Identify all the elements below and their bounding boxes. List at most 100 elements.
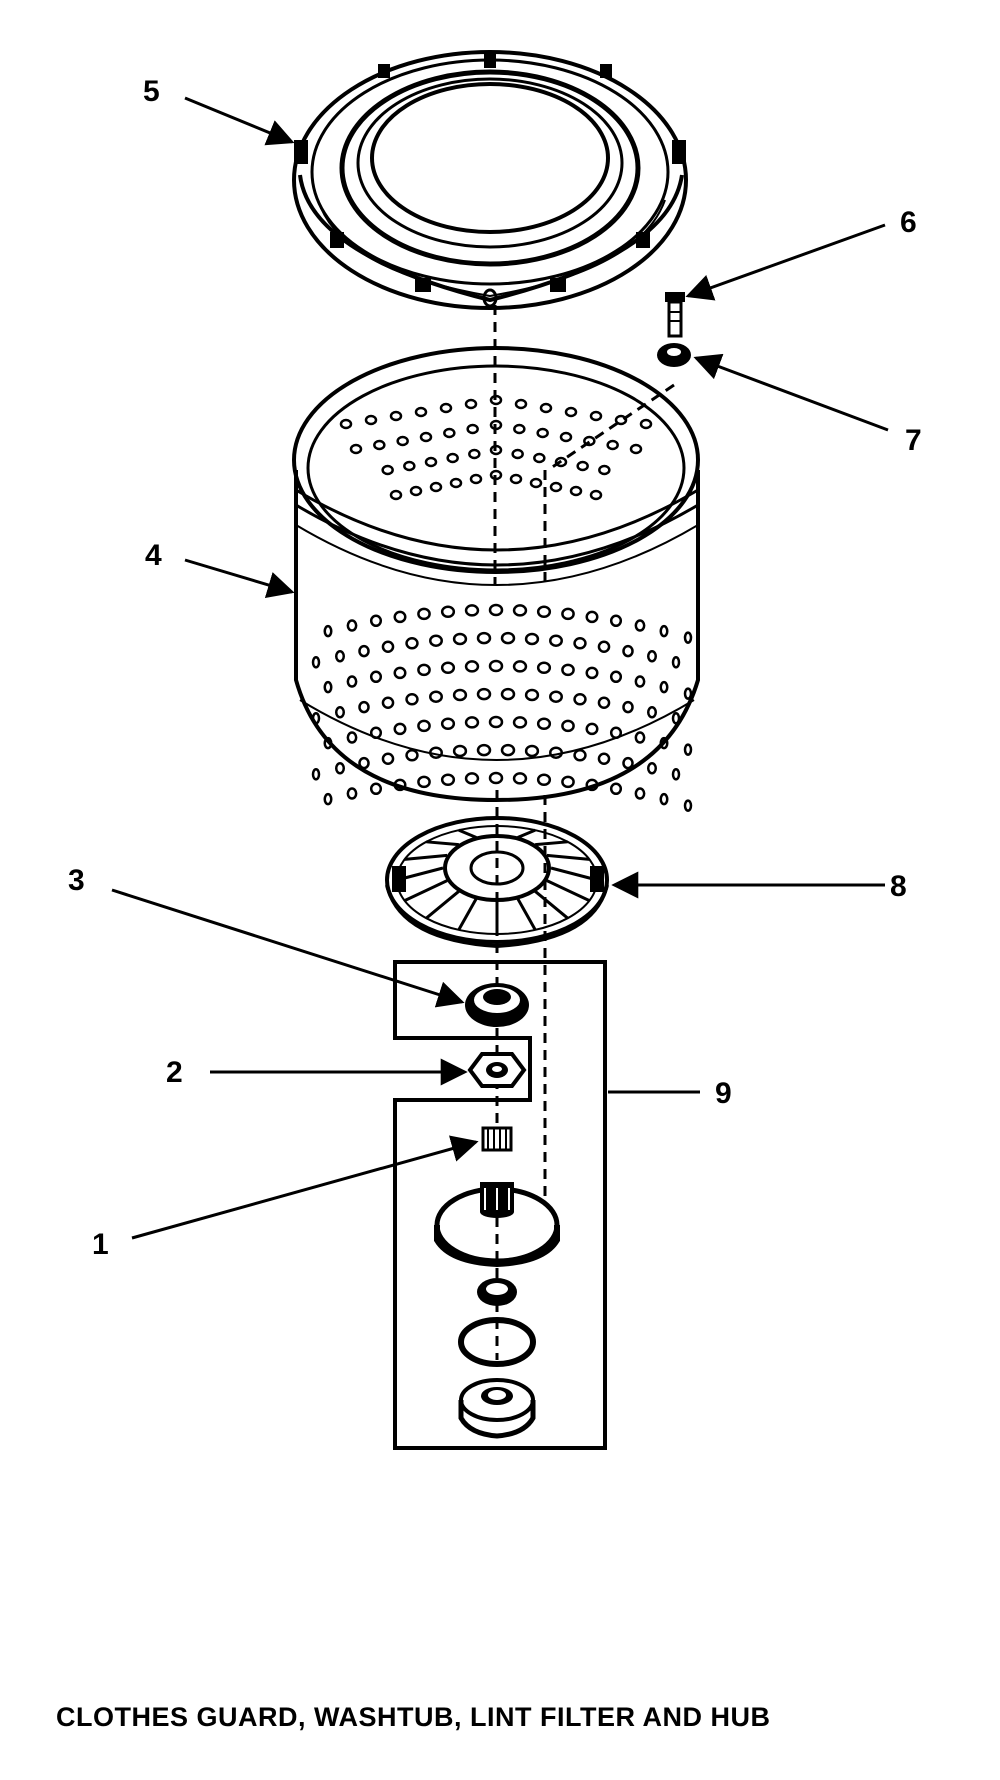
perforation-hole xyxy=(509,473,523,485)
callout-6: 6 xyxy=(900,206,917,239)
part-hub xyxy=(434,1182,560,1268)
part-o-ring xyxy=(458,1317,536,1367)
perforation-hole xyxy=(424,456,438,468)
perforation-hole xyxy=(671,712,681,725)
filter-rib xyxy=(546,853,590,861)
perforation-hole xyxy=(369,670,383,684)
perforation-hole xyxy=(609,614,623,628)
perforation-hole xyxy=(468,448,481,460)
part-screw xyxy=(665,292,685,338)
perforation-hole xyxy=(443,427,456,439)
perforation-hole xyxy=(583,435,596,447)
perforation-hole xyxy=(373,439,386,451)
perforation-hole xyxy=(671,768,681,781)
perforation-hole xyxy=(576,460,589,472)
perforation-hole xyxy=(429,746,443,759)
perforation-hole xyxy=(358,700,370,714)
perforation-hole xyxy=(346,619,358,632)
perforation-hole xyxy=(464,660,480,673)
perforation-hole xyxy=(323,736,333,750)
hub-assembly-bracket xyxy=(393,960,607,1450)
filter-rib xyxy=(516,897,537,931)
perforation-hole xyxy=(514,398,528,410)
perforation-hole xyxy=(466,423,479,435)
perforation-hole xyxy=(369,614,383,628)
perforation-hole xyxy=(622,756,634,770)
perforation-hole xyxy=(409,485,423,497)
part-seal xyxy=(465,983,529,1027)
perforation-hole xyxy=(323,792,333,806)
filter-rib xyxy=(535,840,568,847)
leader-lines xyxy=(111,96,889,1240)
perforation-hole xyxy=(488,603,504,617)
perforation-hole xyxy=(489,469,503,481)
perforation-hole xyxy=(311,768,321,781)
callout-4: 4 xyxy=(145,539,162,572)
perforation-hole xyxy=(536,427,549,439)
perforation-hole xyxy=(659,680,669,694)
perforation-hole xyxy=(683,687,693,700)
part-small-ring xyxy=(477,1278,517,1306)
perforation-hole xyxy=(419,431,433,443)
perforation-hole xyxy=(440,773,456,786)
perforation-hole xyxy=(634,731,646,744)
perforation-hole xyxy=(561,663,575,677)
perforation-hole xyxy=(634,675,646,688)
perforation-hole xyxy=(393,610,407,624)
perforation-hole xyxy=(511,448,524,460)
perforation-hole xyxy=(464,772,480,785)
perforation-hole xyxy=(622,700,634,714)
perforation-hole xyxy=(334,650,346,663)
perforation-hole xyxy=(489,419,503,431)
part-hex-nut xyxy=(467,1052,527,1088)
perforation-hole xyxy=(683,799,693,812)
perforation-hole xyxy=(585,666,599,680)
perforation-hole xyxy=(561,775,575,789)
perforation-hole xyxy=(659,736,669,750)
perforation-hole xyxy=(646,650,658,663)
perforation-hole xyxy=(417,775,431,789)
perforation-hole xyxy=(585,722,599,736)
perforation-hole xyxy=(311,656,321,669)
perforation-hole xyxy=(429,634,443,647)
perforation-hole xyxy=(469,473,483,485)
callout-2: 2 xyxy=(166,1056,183,1089)
perforation-hole xyxy=(358,756,370,770)
perforation-hole xyxy=(449,477,463,489)
perforation-hole xyxy=(417,719,431,733)
perforation-hole xyxy=(489,394,503,406)
perforation-hole xyxy=(349,443,363,455)
perforation-hole xyxy=(500,687,516,701)
perforation-hole xyxy=(585,610,599,624)
perforation-hole xyxy=(634,619,646,632)
callout-7: 7 xyxy=(905,424,922,457)
perforation-hole xyxy=(476,687,492,701)
perforation-hole xyxy=(609,670,623,684)
diagram-caption: CLOTHES GUARD, WASHTUB, LINT FILTER AND … xyxy=(56,1702,771,1732)
perforation-hole xyxy=(464,716,480,729)
perforation-hole xyxy=(512,716,528,729)
perforation-hole xyxy=(417,607,431,621)
perforation-hole xyxy=(597,752,611,765)
perforation-hole xyxy=(589,410,603,422)
callout-9: 9 xyxy=(715,1077,732,1110)
callout-8: 8 xyxy=(890,870,907,903)
perforation-hole xyxy=(346,731,358,744)
perforation-hole xyxy=(529,477,543,489)
filter-rib xyxy=(404,853,448,861)
callout-3: 3 xyxy=(68,864,85,897)
perforation-hole xyxy=(323,680,333,694)
perforation-hole xyxy=(381,696,395,709)
perforation-hole xyxy=(549,481,563,493)
perforation-hole xyxy=(405,693,419,706)
perforation-hole xyxy=(440,661,456,674)
perforation-hole xyxy=(536,605,552,618)
perforation-hole xyxy=(440,717,456,730)
perforation-hole xyxy=(573,749,587,762)
perforation-hole xyxy=(524,688,540,702)
perforation-hole xyxy=(561,719,575,733)
filter-rib xyxy=(550,866,598,882)
perforation-hole xyxy=(512,772,528,785)
perforation-hole xyxy=(389,410,403,422)
